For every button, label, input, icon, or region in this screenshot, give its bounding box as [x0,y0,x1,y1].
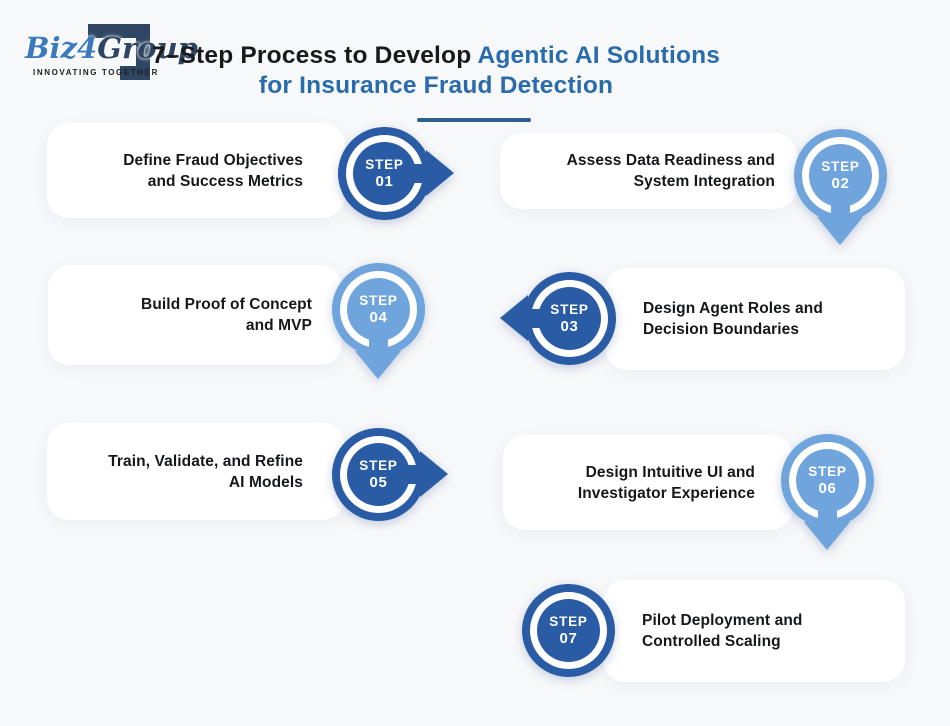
step-03-text: Design Agent Roles and Decision Boundari… [643,300,823,338]
step-02-badge-label: STEP 02 [809,144,872,207]
step-02-text: Assess Data Readiness and System Integra… [566,152,775,190]
step-02-card: Assess Data Readiness and System Integra… [500,133,797,209]
logo-word-four: 4 [77,31,98,65]
step-04-card: Build Proof of Concept and MVP [48,265,342,365]
biz4group-logo: Biz4Group INNOVATING TOGETHER [25,12,198,82]
title-prefix: 7–Step Process to Develop [151,42,478,69]
step-07-badge-label: STEP 07 [537,599,600,662]
logo-bracket-icon [88,24,150,80]
step-04-badge-label: STEP 04 [347,278,410,341]
step-05-text: Train, Validate, and Refine AI Models [108,452,303,491]
step-05-card: Train, Validate, and Refine AI Models [47,423,345,520]
page-title: 7–Step Process to Develop Agentic AI Sol… [118,41,754,101]
step-03-badge-label: STEP 03 [538,287,601,350]
step-01-badge-label: STEP 01 [353,142,416,205]
step-06-badge: STEP 06 [781,434,874,550]
title-divider [417,118,531,122]
step-01-card: Define Fraud Objectives and Success Metr… [47,123,345,218]
step-05-badge: STEP 05 [332,428,448,521]
step-02-badge: STEP 02 [794,129,887,245]
step-06-card: Design Intuitive UI and Investigator Exp… [503,435,793,530]
step-04-badge: STEP 04 [332,263,425,379]
logo-word-biz: Biz [25,31,77,65]
step-07-badge: STEP 07 [522,584,615,677]
step-05-badge-label: STEP 05 [347,443,410,506]
step-04-text: Build Proof of Concept and MVP [141,296,312,334]
step-06-text: Design Intuitive UI and Investigator Exp… [577,463,755,502]
step-07-card: Pilot Deployment and Controlled Scaling [603,580,905,682]
logo-wordmark: Biz4Group [25,31,198,65]
step-03-badge: STEP 03 [500,272,616,365]
step-07-text: Pilot Deployment and Controlled Scaling [642,612,803,650]
logo-word-group: Group [97,31,198,65]
title-line2: for Insurance Fraud Detection [258,72,614,99]
logo-tagline: INNOVATING TOGETHER [33,68,159,77]
step-01-text: Define Fraud Objectives and Success Metr… [123,151,303,190]
title-highlight: Agentic AI Solutions [477,42,721,69]
step-01-badge: STEP 01 [338,127,454,220]
step-06-badge-label: STEP 06 [796,449,859,512]
step-03-card: Design Agent Roles and Decision Boundari… [605,268,905,370]
